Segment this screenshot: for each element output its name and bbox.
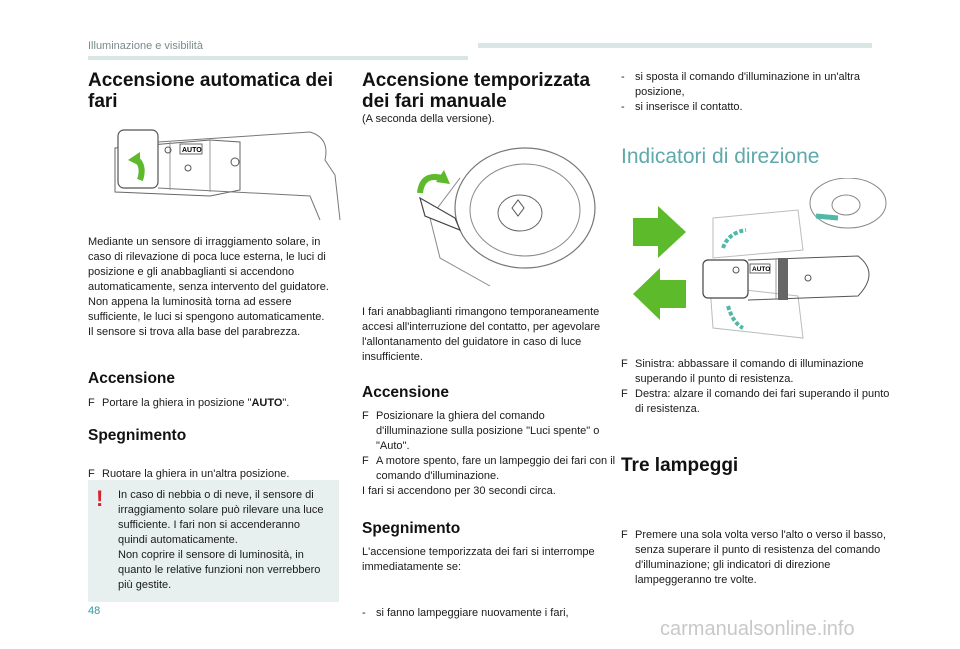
auto-accensione-heading: Accensione [88,370,176,387]
warning-icon: ! [96,486,104,511]
col3-dash-item-1: -si sposta il comando d'illuminazione in… [621,71,860,98]
timed-spegnimento-heading: Spegnimento [362,520,461,537]
timed-accensione-heading: Accensione [362,384,450,401]
auto-lights-text-1: Mediante un sensore di irraggiamento sol… [88,236,329,293]
timed-spegnimento-dash: -si fanno lampeggiare nuovamente i fari, [362,607,569,619]
header-rule-left [88,56,468,60]
timed-lights-title: Accensione temporizzata dei fari manuale [362,70,591,112]
light-stalk-illustration: AUTO [114,129,341,221]
auto-lights-title: Accensione automatica dei fari [88,70,333,112]
section-header: Illuminazione e visibilità [88,40,203,52]
auto-lights-text-3: Il sensore si trova alla base del parabr… [88,326,301,338]
auto-spegnimento-heading: Spegnimento [88,427,187,444]
warning-text-2: Non coprire il sensore di luminosità, in… [118,549,321,591]
indicator-auto-label: AUTO [752,266,770,273]
timed-lights-subtitle: (A seconda della versione). [362,113,495,125]
auto-ring-label: AUTO [182,147,202,154]
header-rule-right [478,43,872,48]
timed-spegnimento-intro: L'accensione temporizzata dei fari si in… [362,546,595,573]
timed-accensione-after: I fari si accendono per 30 secondi circa… [362,485,556,497]
bullet-marker: F [88,397,95,409]
steering-wheel-illustration [417,147,596,287]
auto-spegnimento-item: F Ruotare la ghiera in un'altra posizion… [88,468,290,480]
bullet-marker: F [88,468,95,480]
auto-accensione-item: F Portare la ghiera in posizione "AUTO". [88,397,290,409]
left-arrow-icon [633,268,686,320]
indicators-title: Indicatori di direzione [621,145,820,168]
col3-dash-item-2: -si inserisce il contatto. [621,101,743,113]
three-flash-title: Tre lampeggi [621,455,739,476]
page-number: 48 [88,605,101,617]
warning-text-1: In caso di nebbia o di neve, il sensore … [118,489,324,546]
watermark: carmanualsonline.info [660,618,855,640]
timed-lights-text: I fari anabbaglianti rimangono temporane… [362,306,601,363]
right-arrow-icon [633,206,686,258]
turn-signal-illustration: AUTO [633,178,887,339]
warning-box: ! In caso di nebbia o di neve, il sensor… [88,480,339,602]
auto-lights-text-2: Non appena la luminosità torna ad essere… [88,296,325,323]
